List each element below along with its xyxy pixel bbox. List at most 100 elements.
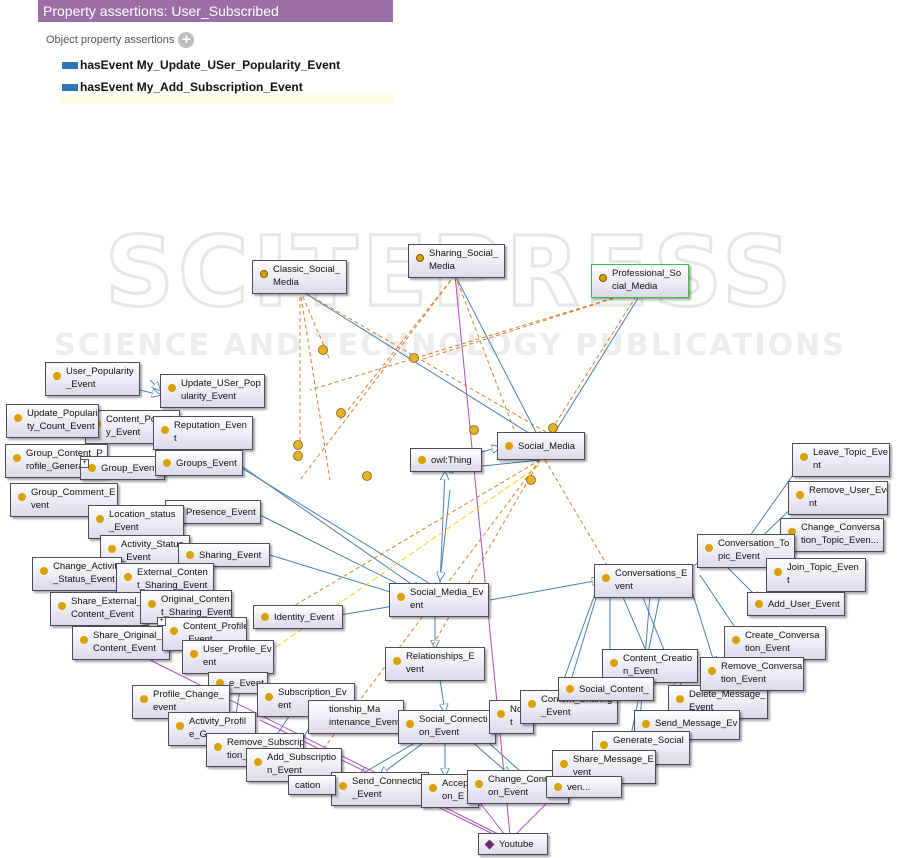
class-icon: [642, 720, 650, 728]
node-social-media-event[interactable]: Social_Media_Ev ent: [389, 583, 489, 617]
node-location-status-event[interactable]: Location_status _Event: [88, 505, 184, 539]
node-classic-social-media[interactable]: Classic_Social_ Media: [252, 260, 347, 294]
class-icon: [161, 426, 169, 434]
disjoint-edge: [249, 464, 541, 666]
expand-icon[interactable]: +: [80, 459, 89, 468]
class-icon: [58, 602, 66, 610]
subclass-edge: [259, 514, 420, 595]
node-conversations-event[interactable]: Conversations_E vent: [594, 564, 693, 598]
class-icon: [186, 551, 194, 559]
equivalence-icon: [293, 451, 303, 461]
node-professional-social-media[interactable]: Professional_So cial_Media: [591, 264, 689, 298]
node-group-event[interactable]: Group_Event: [80, 456, 165, 480]
class-icon: [124, 573, 132, 581]
node-even-event[interactable]: ven...: [546, 776, 622, 798]
node-create-conversation-event[interactable]: Create_Conversa tion_Event: [724, 626, 826, 660]
class-icon: [528, 700, 536, 708]
expand-icon[interactable]: +: [157, 617, 166, 626]
node-remove-conversation-event[interactable]: Remove_Conversa tion_Event: [700, 657, 804, 691]
class-icon: [418, 456, 426, 464]
class-icon: [393, 657, 401, 665]
assertion-value: My_Add_Subscription_Event: [136, 80, 303, 94]
node-owl-thing[interactable]: owl:Thing: [410, 448, 482, 472]
selected-row-highlight: [60, 95, 393, 104]
individual-edge: [454, 274, 511, 836]
node-send-connection-event[interactable]: Send_Connection _Event: [331, 772, 429, 806]
node-leave-topic-event[interactable]: Leave_Topic_Eve nt: [792, 443, 890, 477]
class-icon: [676, 695, 684, 703]
class-icon: [554, 783, 562, 791]
class-icon: [96, 515, 104, 523]
class-icon: [216, 679, 224, 687]
class-icon: [163, 459, 171, 467]
node-share-external-content-event[interactable]: Share_External_ Content_Event: [50, 592, 148, 626]
subclass-edge: [239, 464, 420, 590]
assertion-row[interactable]: hasEvent My_Add_Subscription_Event: [62, 80, 303, 94]
class-icon: [40, 567, 48, 575]
node-youtube[interactable]: Youtube: [478, 833, 548, 855]
class-icon: [610, 659, 618, 667]
node-cation-event[interactable]: cation: [288, 775, 336, 795]
class-icon: [13, 454, 21, 462]
node-join-topic-event[interactable]: Join_Topic_Even t: [766, 558, 866, 592]
node-social-connection-event[interactable]: Social_Connecti on_Event: [398, 710, 496, 744]
subclass-edge: [380, 737, 431, 775]
class-icon: [475, 780, 483, 788]
assertion-row[interactable]: hasEvent My_Update_USer_Popularity_Event: [62, 58, 340, 72]
node-update-user-popularity-event[interactable]: Update_USer_Pop ularity_Event: [160, 374, 265, 408]
subclass-edge: [699, 574, 740, 635]
equivalent-edge: [299, 289, 331, 481]
subclass-edge: [440, 679, 445, 712]
class-icon: [339, 782, 347, 790]
node-add-user-event[interactable]: Add_User_Event: [747, 592, 845, 616]
class-icon: [80, 636, 88, 644]
class-icon: [796, 491, 804, 499]
node-change-activity-status-event[interactable]: Change_Activity _Status_Event: [32, 557, 122, 591]
class-icon: [176, 722, 184, 730]
subclass-edge: [489, 580, 600, 601]
subclass-edge: [360, 739, 421, 775]
class-icon: [602, 574, 610, 582]
class-icon: [774, 568, 782, 576]
node-sharing-social-media[interactable]: Sharing_Social_ Media: [408, 244, 505, 278]
class-icon: [168, 384, 176, 392]
equivalent-edge: [454, 274, 521, 446]
subclass-edge: [454, 274, 540, 440]
add-icon[interactable]: +: [178, 32, 195, 48]
object-property-icon: [62, 83, 78, 91]
class-icon: [108, 545, 116, 553]
node-update-popularity-count-event[interactable]: Update_Populari ty_Count_Event: [6, 404, 99, 438]
node-social-content-event[interactable]: Social_Content_: [558, 677, 654, 701]
node-groups-event[interactable]: Groups_Event: [155, 450, 243, 476]
class-icon: [788, 528, 796, 536]
node-change-conversation-topic-event[interactable]: Change_Conversa tion_Topic_Even...: [780, 518, 884, 552]
equivalent-edge: [309, 289, 641, 391]
class-icon: [254, 758, 262, 766]
node-reputation-event[interactable]: Reputation_Even t: [153, 416, 253, 450]
node-identity-event[interactable]: Identity_Event: [253, 605, 343, 629]
assertion-value: My_Update_USer_Popularity_Event: [136, 58, 341, 72]
class-icon: [88, 464, 96, 472]
watermark-subtitle: SCIENCE AND TECHNOLOGY PUBLICATIONS: [54, 328, 846, 363]
node-social-media[interactable]: Social_Media: [497, 432, 585, 460]
subclass-edge: [439, 472, 445, 586]
node-share-original-content-event[interactable]: Share_Original_ Content_Event: [72, 626, 170, 660]
class-icon: [600, 741, 608, 749]
node-conversation-topic-event[interactable]: Conversation_To pic_Event: [697, 534, 795, 568]
node-remove-user-event[interactable]: Remove_User_Eve nt: [788, 481, 888, 515]
equivalence-icon: [293, 440, 303, 450]
node-relationship-maintenance-event[interactable]: tionship_Ma intenance_Event: [308, 700, 404, 734]
node-user-popularity-event[interactable]: User_Popularity _Event: [45, 362, 140, 396]
equivalence-icon: [336, 408, 346, 418]
subclass-edge: [299, 289, 540, 440]
class-icon: [406, 720, 414, 728]
class-icon: [14, 414, 22, 422]
section-label: Object property assertions: [46, 34, 175, 46]
equivalent-edge: [544, 459, 611, 571]
class-icon: [505, 442, 513, 450]
class-icon: [140, 695, 148, 703]
class-icon: [755, 600, 763, 608]
node-relationships-event[interactable]: Relationships_E vent: [385, 647, 485, 681]
node-user-profile-event[interactable]: User_Profile_Ev ent: [182, 640, 274, 674]
